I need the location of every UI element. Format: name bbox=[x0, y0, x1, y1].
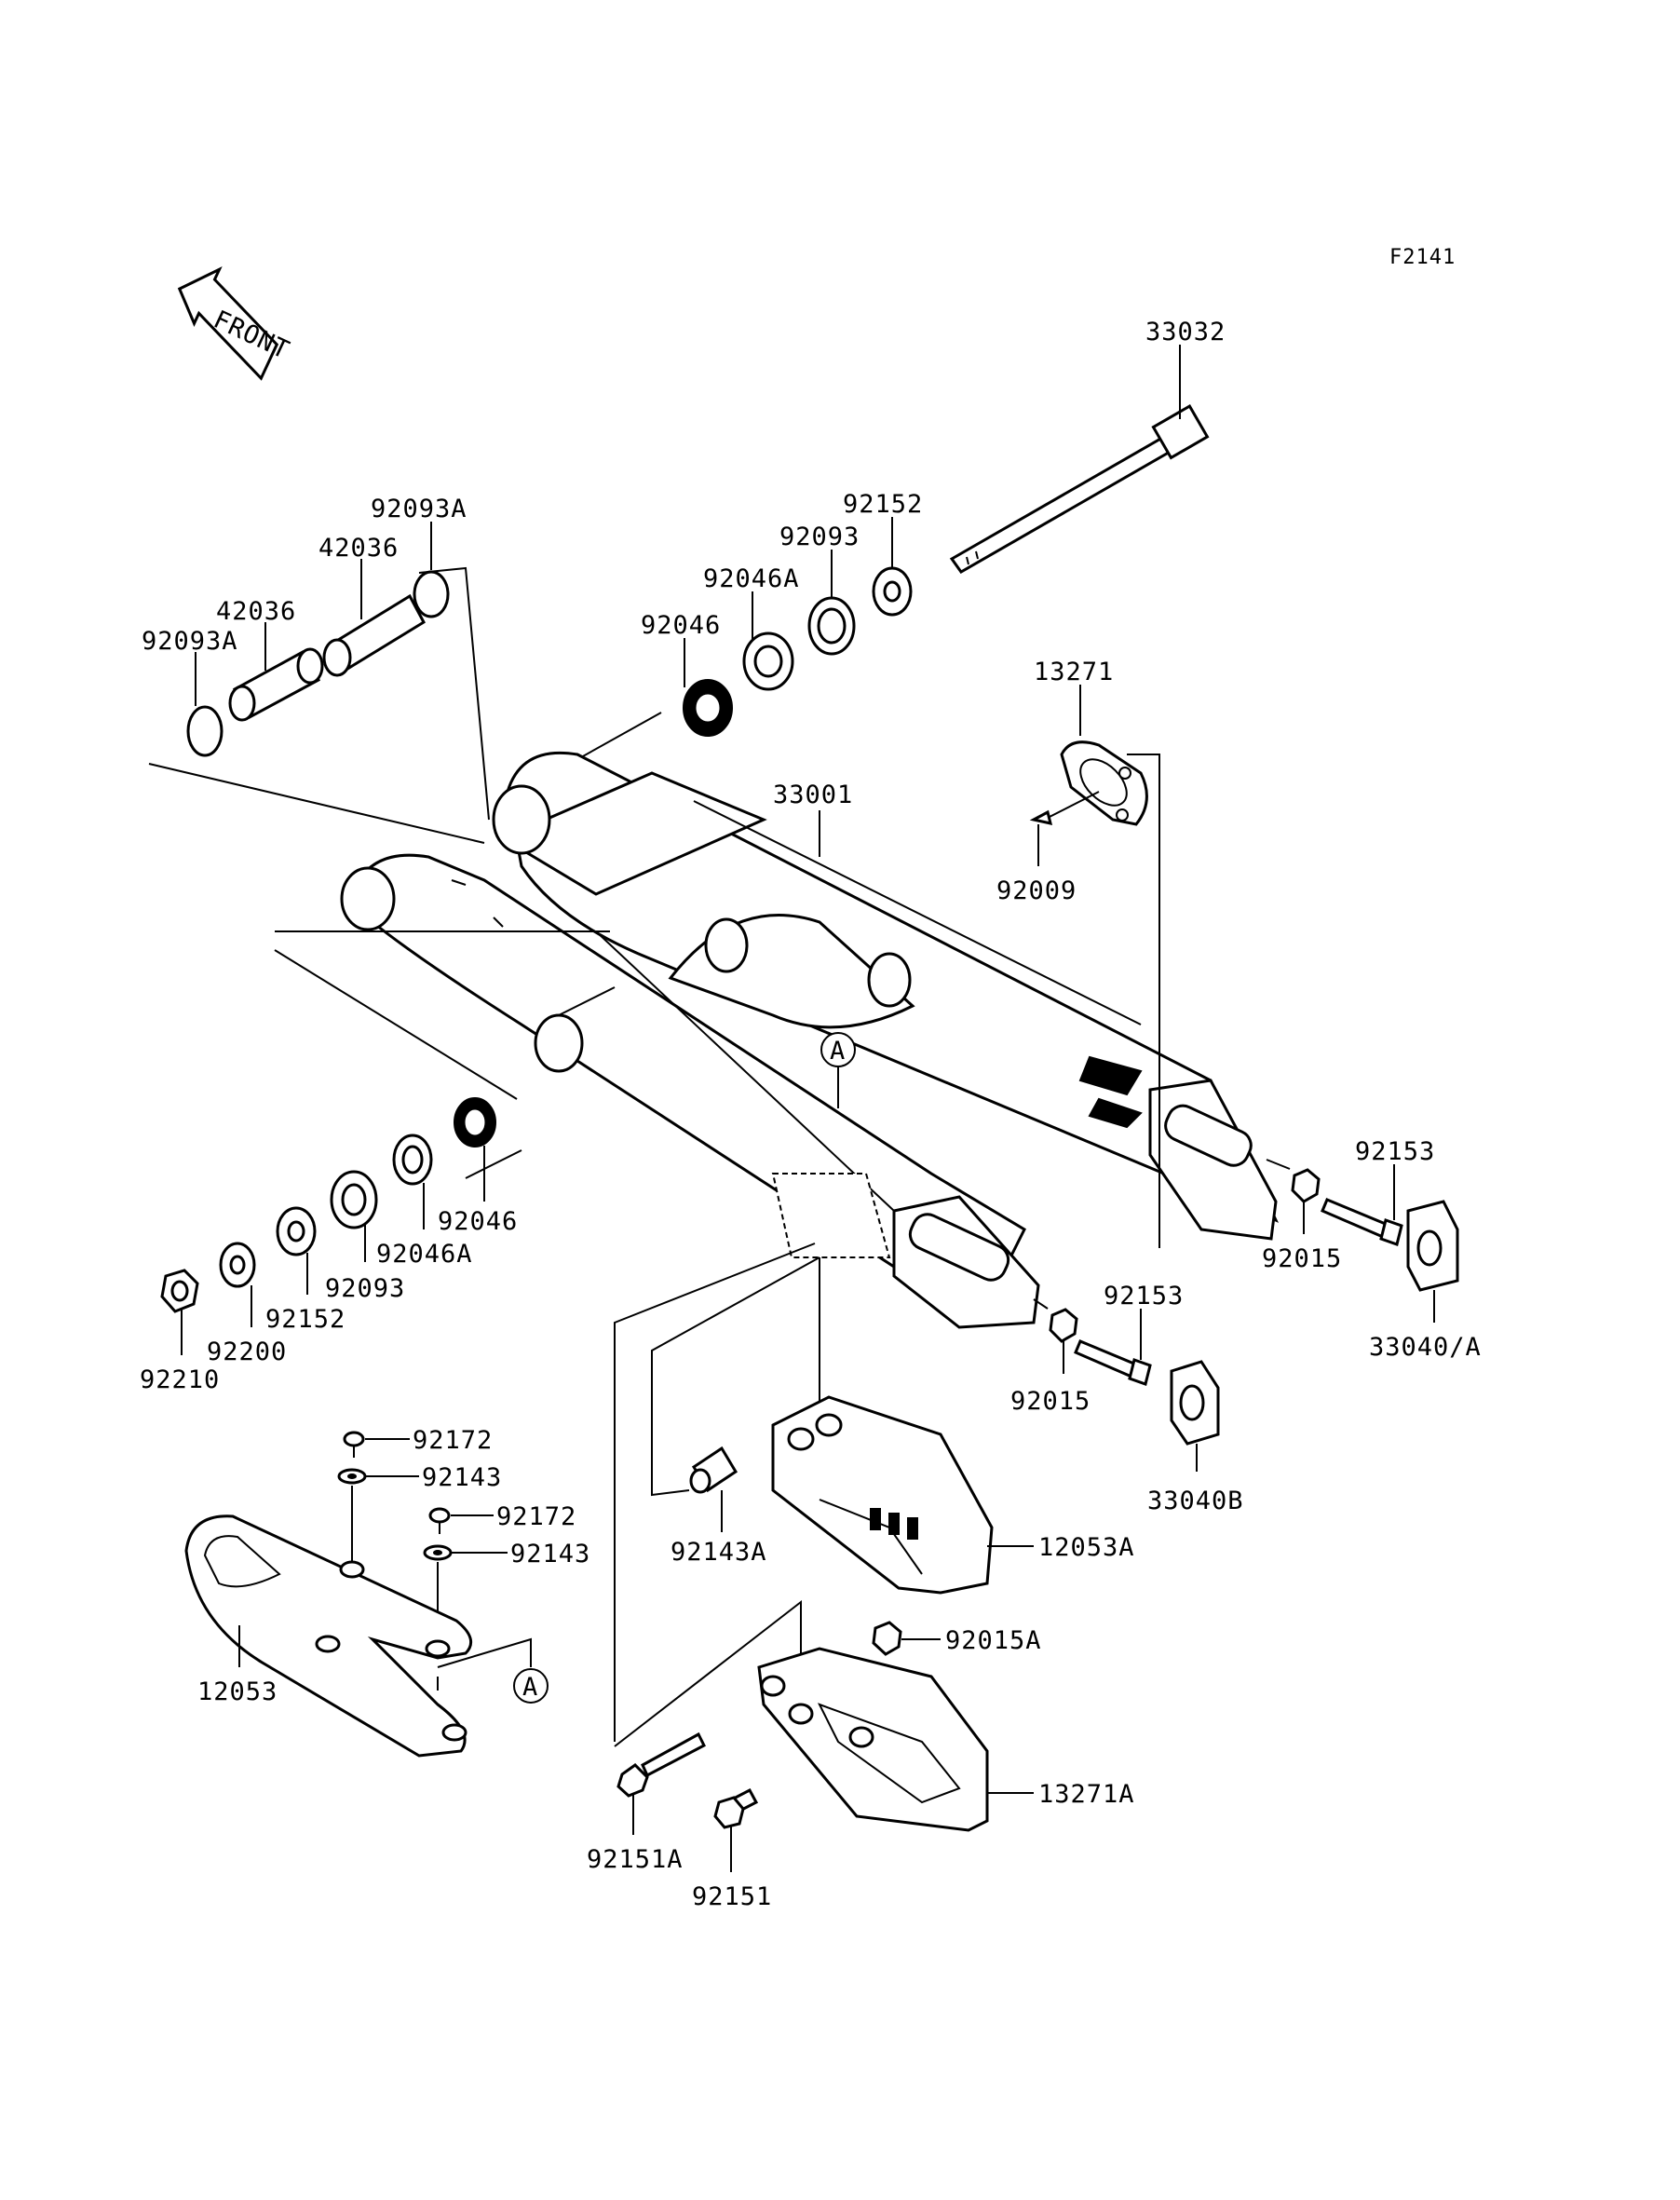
bolt-92151 bbox=[713, 1787, 759, 1829]
label-92210: 92210 bbox=[140, 1365, 220, 1394]
guide-plate-13271A bbox=[757, 1647, 989, 1832]
label-92046A-bottom: 92046A bbox=[376, 1240, 473, 1269]
bolt-92153-right bbox=[1321, 1198, 1403, 1246]
label-92200: 92200 bbox=[207, 1338, 287, 1366]
label-92153-right: 92153 bbox=[1355, 1137, 1435, 1166]
label-92172-a: 92172 bbox=[413, 1426, 493, 1455]
label-33040A: 33040/A bbox=[1369, 1333, 1482, 1362]
seal-92093A-top bbox=[413, 570, 450, 618]
screw-92009 bbox=[1029, 791, 1100, 825]
collar-92046A-top bbox=[742, 631, 794, 691]
front-arrow-icon: FRONT bbox=[177, 266, 294, 381]
label-33001: 33001 bbox=[773, 781, 853, 809]
label-92046-bottom: 92046 bbox=[438, 1207, 518, 1236]
seal-92093-bottom bbox=[330, 1170, 378, 1229]
label-92009: 92009 bbox=[996, 876, 1077, 905]
washer-92143-b bbox=[423, 1544, 453, 1561]
label-33032: 33032 bbox=[1145, 318, 1226, 346]
label-92151: 92151 bbox=[692, 1882, 772, 1911]
callout-a-slider: A bbox=[513, 1668, 549, 1704]
collar-92143A bbox=[689, 1446, 738, 1494]
label-12053: 12053 bbox=[197, 1677, 278, 1706]
label-92153-mid: 92153 bbox=[1104, 1282, 1184, 1310]
label-13271A: 13271A bbox=[1038, 1780, 1135, 1809]
bearing-92046-top bbox=[683, 679, 733, 737]
nut-92015-mid bbox=[1049, 1308, 1078, 1343]
label-92015-right: 92015 bbox=[1262, 1244, 1342, 1273]
label-92152-top: 92152 bbox=[843, 490, 923, 519]
label-92093-bottom: 92093 bbox=[325, 1274, 405, 1303]
label-92152-bottom: 92152 bbox=[265, 1305, 345, 1334]
screw-92172-b bbox=[428, 1507, 451, 1534]
block-33040A bbox=[1406, 1200, 1459, 1292]
bearing-92046-bottom bbox=[454, 1097, 496, 1148]
plate-13271 bbox=[1060, 740, 1148, 826]
washer-92152-top bbox=[872, 566, 913, 617]
label-33040B: 33040B bbox=[1147, 1487, 1244, 1515]
label-12053A: 12053A bbox=[1038, 1533, 1135, 1562]
svg-text:A: A bbox=[522, 1673, 538, 1702]
nut-92015A bbox=[872, 1621, 902, 1656]
label-42036-top: 42036 bbox=[318, 534, 399, 563]
sleeve-42036-left bbox=[228, 647, 324, 722]
bolt-92153-mid bbox=[1074, 1339, 1152, 1386]
seal-92093-top bbox=[807, 596, 856, 656]
label-92046A-top: 92046A bbox=[703, 564, 800, 593]
washer-92152-bottom bbox=[276, 1206, 317, 1256]
swingarm-axle bbox=[949, 403, 1210, 574]
label-92143-a: 92143 bbox=[422, 1463, 502, 1492]
label-92015-mid: 92015 bbox=[1010, 1387, 1091, 1416]
svg-text:A: A bbox=[830, 1037, 846, 1066]
seal-92093A-left bbox=[186, 705, 224, 757]
label-92046-top: 92046 bbox=[641, 611, 721, 640]
sleeve-42036-top bbox=[322, 593, 426, 677]
label-92093A-left: 92093A bbox=[142, 627, 238, 656]
label-92143-b: 92143 bbox=[510, 1540, 590, 1569]
collar-92046A-bottom bbox=[392, 1134, 433, 1186]
bolt-92151A bbox=[616, 1731, 706, 1798]
label-92093-top: 92093 bbox=[779, 523, 860, 551]
swingarm-33001 bbox=[340, 751, 1279, 1329]
label-92151A: 92151A bbox=[587, 1845, 684, 1874]
screw-92172-a bbox=[343, 1431, 365, 1458]
label-92143A: 92143A bbox=[671, 1538, 767, 1567]
label-92172-b: 92172 bbox=[496, 1502, 576, 1531]
label-92015A: 92015A bbox=[945, 1626, 1042, 1655]
washer-92143-a bbox=[337, 1468, 367, 1485]
figure-code: F2141 bbox=[1389, 246, 1456, 269]
washer-92200 bbox=[219, 1242, 256, 1288]
nut-92210 bbox=[160, 1269, 199, 1313]
chain-guide-12053A bbox=[771, 1395, 994, 1595]
label-92093A-top: 92093A bbox=[371, 495, 467, 523]
nut-92015-right bbox=[1291, 1168, 1321, 1203]
block-33040B bbox=[1170, 1360, 1220, 1446]
label-13271: 13271 bbox=[1034, 658, 1114, 686]
callout-a-swingarm: A bbox=[820, 1032, 856, 1108]
chain-slider-12053 bbox=[184, 1514, 473, 1758]
label-42036-left: 42036 bbox=[216, 597, 296, 626]
